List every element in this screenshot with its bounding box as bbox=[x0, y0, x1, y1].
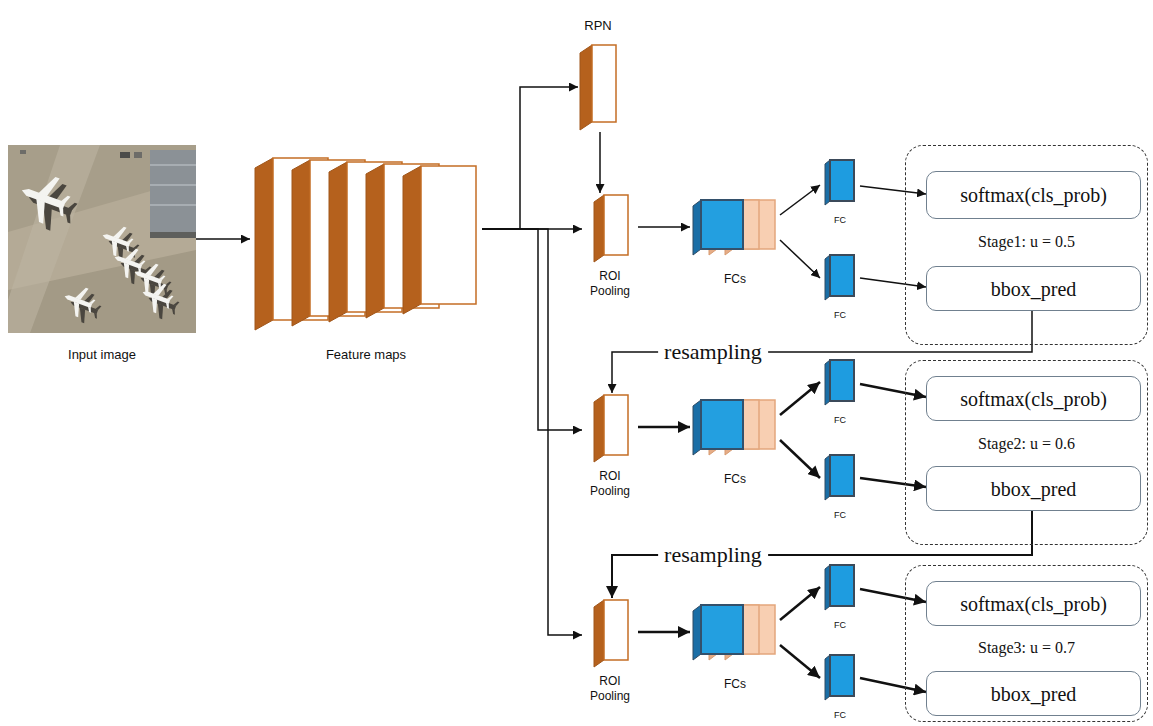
stage-group: Stage3: u = 0.7 softmax(cls_prob) bbox_pre… bbox=[905, 565, 1148, 722]
roi-pooling: ROI Pooling bbox=[582, 598, 638, 703]
fc-slabs bbox=[825, 160, 854, 700]
output-box: softmax(cls_prob) bbox=[926, 581, 1141, 626]
connector-arrow bbox=[860, 278, 926, 287]
output-box: bbox_pred bbox=[926, 466, 1141, 511]
fc-layer: FC bbox=[820, 158, 860, 226]
node-label: bbox_pred bbox=[991, 277, 1077, 301]
feature-maps: Feature maps bbox=[250, 150, 482, 363]
node-label: Stage1: u = 0.5 bbox=[906, 232, 1147, 251]
output-box: bbox_pred bbox=[926, 671, 1141, 716]
feature-map-stack bbox=[255, 158, 476, 330]
node-label: ROI Pooling bbox=[586, 269, 634, 298]
node-label: ROI Pooling bbox=[586, 469, 634, 498]
node-label: bbox_pred bbox=[991, 477, 1077, 501]
node-label: softmax(cls_prob) bbox=[960, 592, 1107, 616]
fc-layer: FC bbox=[820, 563, 860, 631]
fc-stacks bbox=[693, 200, 775, 660]
node-label: FC bbox=[834, 510, 846, 521]
node-label: FC bbox=[834, 215, 846, 226]
node-label: FCs bbox=[724, 472, 746, 486]
fc-layer: FC bbox=[820, 653, 860, 721]
output-box: softmax(cls_prob) bbox=[926, 171, 1141, 219]
fc-stack: FCs bbox=[690, 603, 780, 691]
connector-arrow bbox=[860, 589, 926, 602]
connector-arrow bbox=[780, 645, 820, 678]
connector-arrow bbox=[780, 382, 820, 415]
connector-arrow bbox=[780, 240, 820, 278]
edge-label: resampling bbox=[658, 339, 768, 365]
fc-stack: FCs bbox=[690, 398, 780, 486]
fc-stack: FCs bbox=[690, 198, 780, 286]
connector-arrow bbox=[638, 426, 690, 429]
connector-arrow bbox=[860, 478, 926, 487]
node-label: FCs bbox=[724, 272, 746, 286]
node-label: bbox_pred bbox=[991, 682, 1077, 706]
connector-arrow bbox=[599, 132, 601, 193]
stage-group: Stage1: u = 0.5 softmax(cls_prob) bbox_pre… bbox=[905, 145, 1148, 345]
stage-group: Stage2: u = 0.6 softmax(cls_prob) bbox_pre… bbox=[905, 360, 1148, 545]
node-label: RPN bbox=[584, 18, 611, 34]
connector-arrow bbox=[860, 384, 926, 397]
fc-layer: FC bbox=[820, 453, 860, 521]
connector-arrow bbox=[780, 587, 820, 620]
roi-pooling: ROI Pooling bbox=[582, 193, 638, 298]
connector-arrow bbox=[780, 185, 820, 215]
node-label: Stage3: u = 0.7 bbox=[906, 638, 1147, 657]
connector-arrow bbox=[482, 229, 582, 635]
input-image: Input image bbox=[8, 145, 196, 363]
fc-layer: FC bbox=[820, 253, 860, 321]
node-label: ROI Pooling bbox=[586, 674, 634, 703]
connector-arrow bbox=[482, 229, 582, 430]
node-label: softmax(cls_prob) bbox=[960, 183, 1107, 207]
rpn-slab bbox=[580, 45, 616, 130]
node-label: FC bbox=[834, 710, 846, 721]
connector-arrow bbox=[860, 678, 926, 692]
connector-arrow bbox=[196, 238, 250, 240]
node-label: FC bbox=[834, 415, 846, 426]
connector-arrow bbox=[780, 440, 820, 478]
node-label: Stage2: u = 0.6 bbox=[906, 434, 1147, 453]
node-label: Input image bbox=[68, 347, 136, 363]
satellite-photo bbox=[8, 145, 196, 333]
connector-arrow bbox=[860, 186, 926, 194]
edge-label: resampling bbox=[658, 542, 768, 568]
node-label: FC bbox=[834, 620, 846, 631]
connector-arrow bbox=[638, 631, 690, 634]
connector-arrow bbox=[638, 226, 690, 228]
edge-label-holder: resampling bbox=[658, 542, 768, 568]
fc-layer: FC bbox=[820, 358, 860, 426]
node-label: Feature maps bbox=[326, 347, 406, 363]
node-label: FC bbox=[834, 310, 846, 321]
roi-pooling: ROI Pooling bbox=[582, 393, 638, 498]
node-label: softmax(cls_prob) bbox=[960, 387, 1107, 411]
edge-label-holder: resampling bbox=[658, 339, 768, 365]
output-box: bbox_pred bbox=[926, 266, 1141, 311]
connector-arrow bbox=[482, 87, 578, 229]
node-label: FCs bbox=[724, 677, 746, 691]
rpn-block: RPN bbox=[578, 18, 618, 132]
output-box: softmax(cls_prob) bbox=[926, 376, 1141, 421]
